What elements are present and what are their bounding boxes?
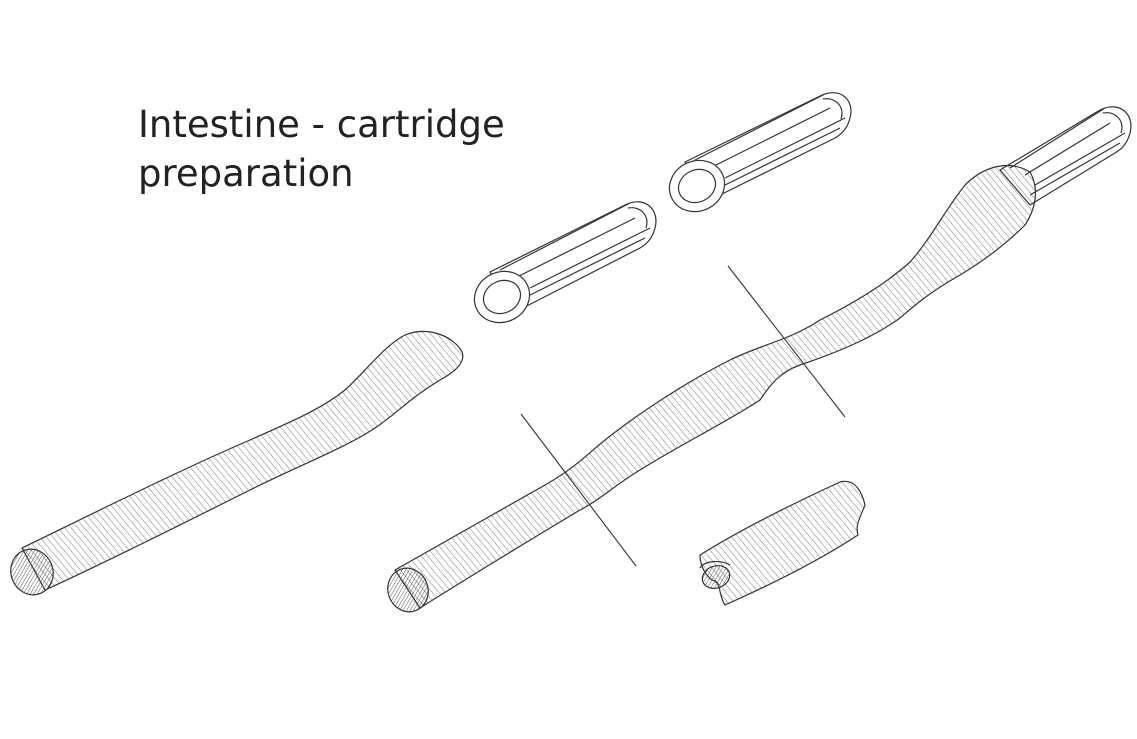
cut-line-lower <box>520 413 637 567</box>
intestine-cut-piece <box>699 480 866 606</box>
figure-title-line-2: preparation <box>138 152 354 195</box>
cartridge-1 <box>473 201 657 324</box>
intestine-segment-left <box>10 330 464 596</box>
intestine-right-end <box>387 567 429 613</box>
cut-line-upper <box>727 265 846 418</box>
cartridge-2 <box>668 92 852 213</box>
cut-piece-end <box>701 565 731 589</box>
figure-title-line-1: Intestine - cartridge <box>138 103 505 146</box>
intestine-left-end <box>10 548 54 596</box>
figure-title: Intestine - cartridge preparation <box>138 100 505 198</box>
intestine-segment-right <box>387 164 1037 613</box>
